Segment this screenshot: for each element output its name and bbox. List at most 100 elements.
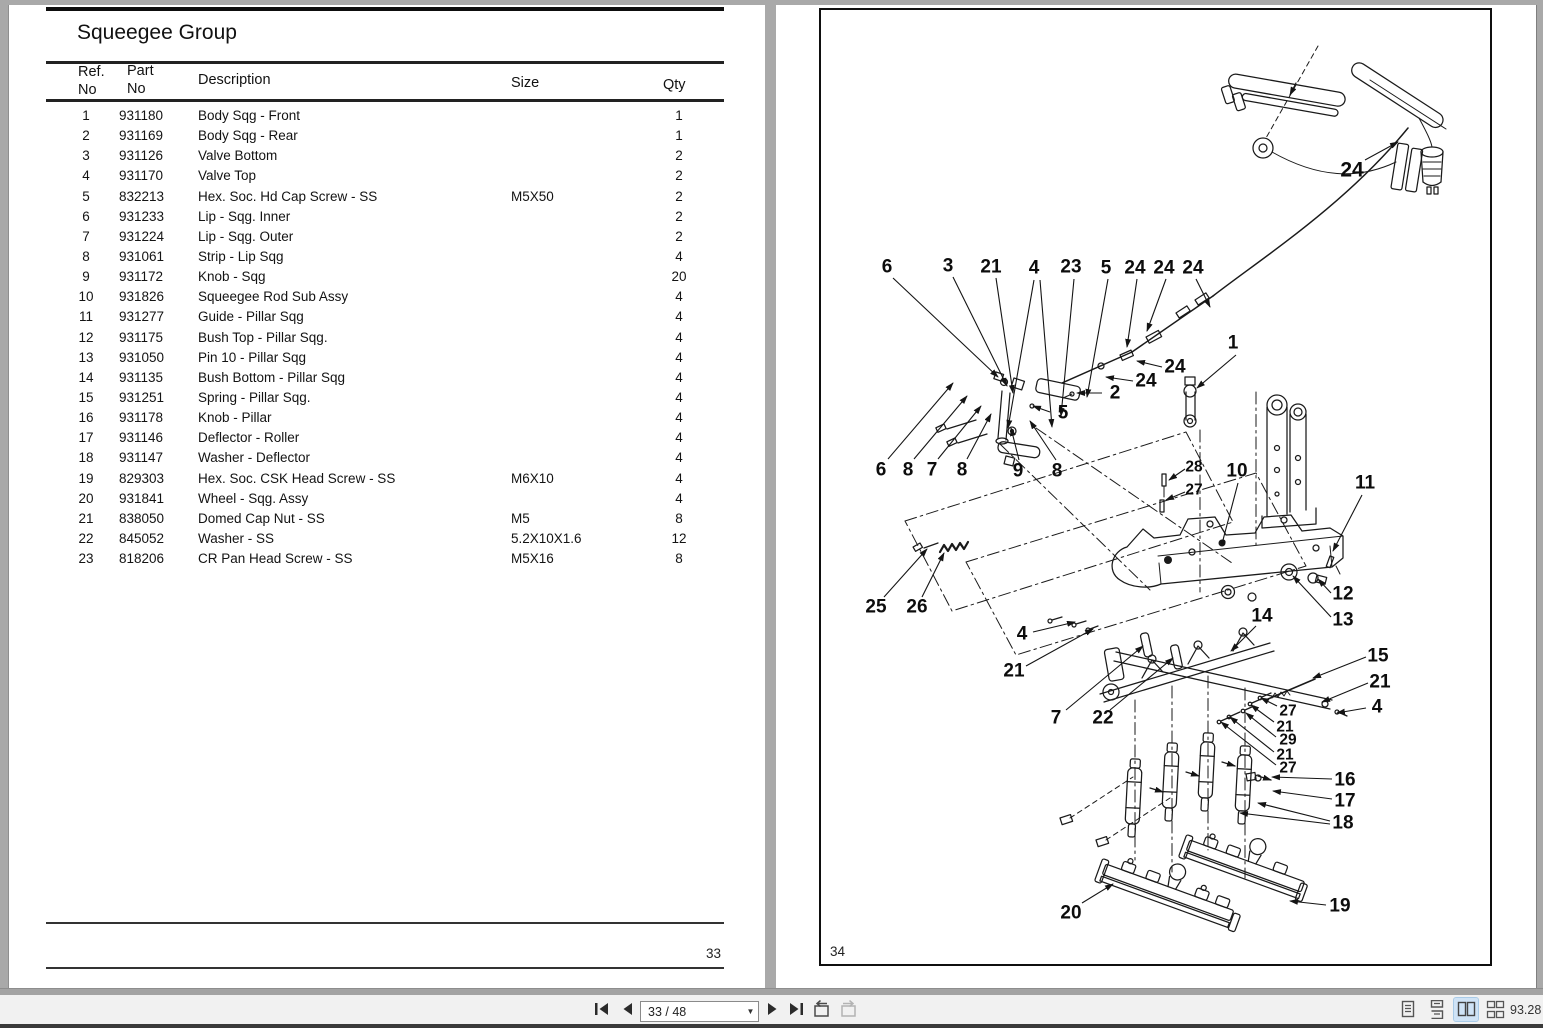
table-cell: 931180 (119, 108, 164, 123)
table-cell: 4 (675, 289, 683, 305)
table-cell: 931170 (119, 168, 164, 184)
table-cell: 2 (675, 168, 683, 184)
table-cell: 4 (675, 490, 683, 506)
table-cell: 8 (675, 551, 683, 567)
table-cell: 4 (675, 410, 683, 426)
column-header-ref: Ref.No (78, 64, 105, 98)
facing-pages-layout-button[interactable] (1453, 997, 1479, 1022)
table-cell: 16 (78, 410, 94, 426)
table-cell: Strip - Lip Sqg (198, 248, 284, 264)
footer-rule-1 (46, 922, 724, 924)
table-cell: 21 (78, 510, 94, 526)
table-cell: 2 (675, 228, 683, 244)
table-cell: Valve Bottom (198, 148, 278, 164)
next-view-button[interactable] (836, 996, 862, 1022)
viewer-toolbar: 33 / 48 ▼ (0, 995, 1543, 1024)
facing-continuous-layout-button[interactable] (1483, 998, 1507, 1021)
table-cell: 4 (675, 329, 683, 345)
table-cell: 4 (675, 389, 683, 405)
table-cell: M5X16 (511, 551, 554, 567)
table-cell: 818206 (119, 551, 165, 567)
table-cell: 4 (675, 248, 683, 264)
previous-page-button[interactable] (616, 996, 640, 1022)
table-cell: Lip - Sqg. Inner (198, 208, 291, 224)
table-cell: 931050 (119, 349, 165, 365)
table-cell: 12 (671, 530, 687, 546)
table-cell: M5 (511, 510, 530, 526)
table-cell: 931178 (119, 410, 164, 426)
table-cell: 11 (78, 309, 93, 325)
table-cell: Guide - Pillar Sqg (198, 309, 304, 325)
table-cell: M6X10 (511, 470, 554, 486)
continuous-layout-button[interactable] (1425, 998, 1449, 1021)
single-page-layout-button[interactable] (1396, 998, 1420, 1021)
first-page-button[interactable] (590, 996, 614, 1022)
table-cell: Deflector - Roller (198, 430, 300, 446)
table-cell: Domed Cap Nut - SS (198, 510, 325, 526)
table-cell: Washer - SS (198, 530, 275, 546)
next-page-button[interactable] (760, 996, 784, 1022)
table-cell: 931233 (119, 208, 165, 224)
table-cell: 4 (675, 450, 683, 466)
first-page-icon (595, 1003, 608, 1015)
table-row: 16 931178 Knob - Pillar 4 (9, 408, 765, 428)
table-cell: 23 (78, 551, 94, 567)
table-cell: 14 (78, 369, 94, 385)
table-cell: 4 (675, 349, 683, 365)
next-page-icon (768, 1003, 777, 1015)
table-cell: Lip - Sqg. Outer (198, 228, 294, 244)
table-cell: 18 (78, 450, 94, 466)
table-cell: 13 (78, 349, 94, 365)
table-cell: 2 (675, 148, 683, 164)
table-cell: 7 (82, 228, 90, 244)
table-cell: 17 (78, 430, 94, 446)
table-cell: 20 (671, 269, 687, 285)
table-cell: 931126 (119, 148, 164, 164)
last-page-button[interactable] (784, 996, 808, 1022)
table-cell: 931147 (119, 450, 164, 466)
table-cell: Pin 10 - Pillar Sqg (198, 349, 307, 365)
table-cell: Spring - Pillar Sqg. (198, 389, 311, 405)
table-cell: 931135 (119, 369, 164, 385)
table-cell: Squeegee Rod Sub Assy (198, 289, 349, 305)
table-cell: 1 (675, 128, 683, 144)
page-title: Squeegee Group (77, 21, 237, 44)
table-cell: Knob - Pillar (198, 410, 272, 426)
previous-view-icon (814, 1000, 829, 1017)
header-bottom-rule (46, 99, 724, 102)
table-cell: 15 (78, 389, 94, 405)
table-cell: 9 (82, 269, 90, 285)
zoom-level-text: 93.28 (1510, 1003, 1542, 1017)
table-cell: 20 (78, 490, 94, 506)
table-cell: 931841 (119, 490, 165, 506)
table-cell: 838050 (119, 510, 165, 526)
table-cell: 931826 (119, 289, 165, 305)
header-top-rule (46, 61, 724, 64)
table-cell: 829303 (119, 470, 165, 486)
right-page-number: 34 (830, 944, 846, 959)
table-cell: 931224 (119, 228, 165, 244)
table-cell: Knob - Sqg (198, 269, 266, 285)
table-cell: 5.2X10X1.6 (511, 530, 582, 546)
page-number-combobox[interactable]: 33 / 48 ▼ (640, 1001, 759, 1022)
column-header-size: Size (511, 75, 540, 91)
table-cell: 22 (78, 530, 94, 546)
table-cell: CR Pan Head Screw - SS (198, 551, 353, 567)
previous-view-button[interactable] (808, 996, 834, 1022)
table-row: 7 931224 Lip - Sqg. Outer 2 (9, 227, 765, 247)
